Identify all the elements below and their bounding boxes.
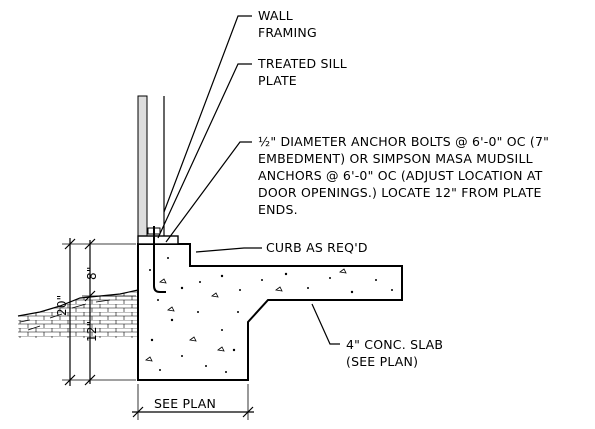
wall-framing-line-2: FRAMING [258, 25, 317, 40]
dimension-upper: 8" [85, 266, 99, 280]
slab-line-2: (SEE PLAN) [346, 354, 418, 369]
wall-framing-line-1: WALL [258, 8, 293, 23]
sill-plate [137, 235, 179, 245]
dimension-lower: 12" [85, 321, 99, 342]
dimension-width: SEE PLAN [154, 396, 216, 411]
sill-plate-line-2: PLATE [258, 73, 297, 88]
anchor-bolt [147, 226, 166, 293]
callout-sill-plate: TREATED SILL PLATE [257, 56, 347, 88]
wall-framing [137, 95, 165, 241]
anchor-line-4: DOOR OPENINGS.) LOCATE 12" FROM PLATE [258, 185, 542, 200]
vertical-dimensions: 20" 8" 12" [55, 238, 136, 386]
soil-hatch [17, 289, 139, 338]
concrete-footing-slab [137, 243, 403, 381]
dimension-total-height: 20" [55, 295, 69, 316]
callout-curb: CURB AS REQ'D [266, 240, 368, 255]
callout-wall-framing: WALL FRAMING [258, 8, 317, 40]
leader-lines [157, 15, 340, 345]
anchor-line-2: EMBEDMENT) OR SIMPSON MASA MUDSILL [258, 151, 533, 166]
curb-label: CURB AS REQ'D [266, 240, 368, 255]
callout-slab: 4" CONC. SLAB (SEE PLAN) [346, 337, 443, 369]
anchor-line-1: ½" DIAMETER ANCHOR BOLTS @ 6'-0" OC (7" [258, 134, 549, 149]
horizontal-dimension: SEE PLAN [132, 384, 254, 420]
slab-line-1: 4" CONC. SLAB [346, 337, 443, 352]
anchor-line-3: ANCHORS @ 6'-0" OC (ADJUST LOCATION AT [258, 168, 543, 183]
callout-anchor-bolts: ½" DIAMETER ANCHOR BOLTS @ 6'-0" OC (7" … [258, 134, 549, 217]
sill-plate-line-1: TREATED SILL [257, 56, 347, 71]
anchor-line-5: ENDS. [258, 202, 298, 217]
